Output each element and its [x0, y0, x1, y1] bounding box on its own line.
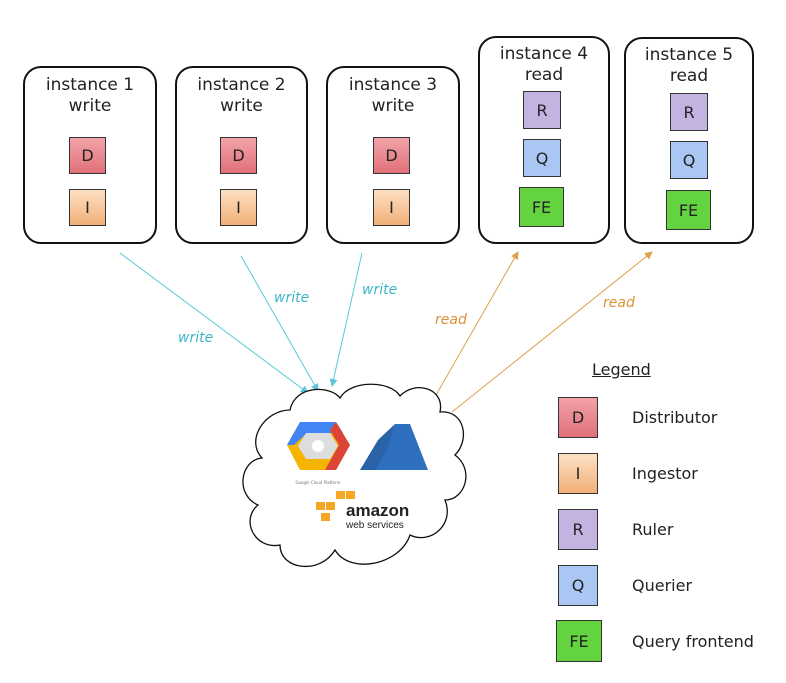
ingestor-component: I: [373, 189, 410, 226]
write-label-2: write: [274, 290, 310, 306]
legend-key-distributor: D: [558, 397, 598, 438]
query-frontend-component: FE: [666, 190, 711, 230]
write-label-3: write: [362, 282, 398, 298]
distributor-component: D: [220, 137, 257, 174]
legend-label-query-frontend: Query frontend: [632, 632, 754, 651]
legend-label-distributor: Distributor: [632, 408, 718, 427]
distributor-component: D: [69, 137, 106, 174]
legend-label-ruler: Ruler: [632, 520, 674, 539]
ingestor-component: I: [220, 189, 257, 226]
legend-key-ingestor: I: [558, 453, 598, 494]
ruler-component: R: [670, 93, 708, 131]
legend-key-ruler: R: [558, 509, 598, 550]
query-frontend-component: FE: [519, 187, 564, 227]
svg-text:Google Cloud Platform: Google Cloud Platform: [296, 480, 341, 485]
svg-text:web services: web services: [345, 520, 404, 531]
amazon-web-services-logo: amazon web services: [316, 491, 409, 531]
read-arrow-5: [451, 251, 653, 413]
read-label-4: read: [435, 312, 467, 328]
write-arrow-1: [119, 252, 309, 394]
legend-key-querier: Q: [558, 565, 598, 606]
read-arrow-4: [435, 251, 519, 396]
cloud-shape: [242, 383, 467, 567]
ingestor-component: I: [69, 189, 106, 226]
azure-logo: [360, 424, 428, 470]
ruler-component: R: [523, 91, 561, 129]
legend-label-querier: Querier: [632, 576, 693, 595]
write-label-1: write: [178, 330, 214, 346]
legend-label-ingestor: Ingestor: [632, 464, 698, 483]
querier-component: Q: [670, 141, 708, 179]
write-arrow-3: [329, 252, 363, 387]
google-cloud-platform-logo: Google Cloud Platform: [287, 422, 350, 485]
querier-component: Q: [523, 139, 561, 177]
distributor-component: D: [373, 137, 410, 174]
svg-text:amazon: amazon: [346, 501, 409, 520]
read-label-5: read: [603, 295, 635, 311]
legend-title: Legend: [592, 360, 651, 379]
write-arrow-2: [240, 255, 319, 392]
legend-key-query-frontend: FE: [556, 620, 602, 662]
